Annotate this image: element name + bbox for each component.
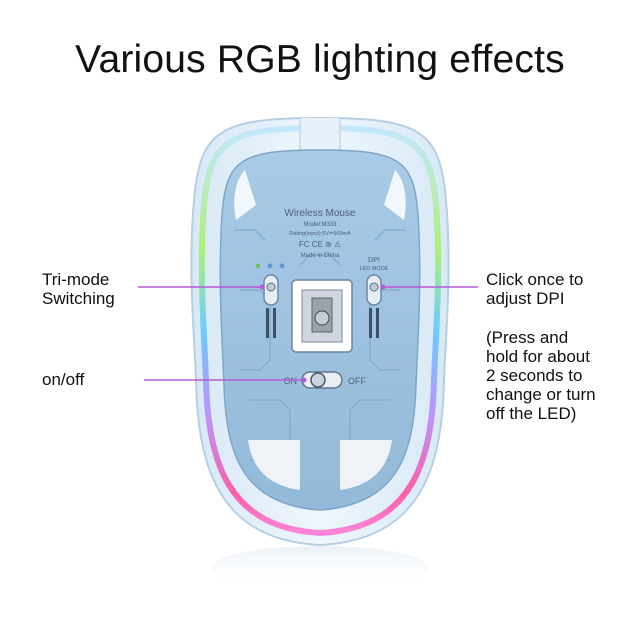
slide-switch-icon[interactable]: [301, 371, 343, 389]
sticker-product: Wireless Mouse: [284, 208, 356, 219]
callout-dpi: Click once to adjust DPI: [486, 270, 583, 308]
callout-lines: [138, 286, 478, 381]
callout-tri-mode-line2: Switching: [42, 289, 115, 308]
page-title: Various RGB lighting effects: [75, 38, 565, 81]
rgb-light-ring: [198, 124, 442, 537]
dpi-label: DPI: [368, 257, 380, 264]
dpi-button-icon[interactable]: [366, 274, 382, 338]
callout-press-line5: off the LED): [486, 404, 577, 423]
callout-press-hold: (Press and hold for about 2 seconds to c…: [486, 328, 596, 423]
callout-on-off: on/off: [42, 370, 85, 389]
foot-pad-top-left: [234, 170, 256, 220]
callout-tri-mode: Tri-mode Switching: [42, 270, 115, 308]
callout-press-line2: hold for about: [486, 347, 590, 366]
foot-pad-top-right: [384, 170, 406, 220]
callout-dpi-line2: adjust DPI: [486, 289, 565, 308]
mode-switch-button[interactable]: [263, 274, 279, 338]
foot-pad-bottom-left: [248, 440, 300, 490]
foot-pad-bottom-right: [340, 440, 392, 490]
callout-tri-mode-line1: Tri-mode: [42, 270, 110, 289]
switch-on-label: ON: [284, 376, 298, 386]
sticker-certs: FC CE ⊛ ⚠: [299, 240, 341, 249]
callout-press-line3: 2 seconds to: [486, 366, 583, 385]
mouse-top-notch: [299, 118, 341, 151]
callout-press-line4: change or turn: [486, 385, 596, 404]
callout-dots: [259, 284, 386, 383]
switch-off-label: OFF: [348, 376, 366, 386]
dpi-sublabel: LED MODE: [360, 266, 389, 272]
sticker-model: Model:M333: [303, 222, 337, 228]
mode-led-icon: [255, 263, 285, 269]
sticker-origin: Made in China: [301, 253, 340, 259]
sticker-rating: Rating(input):5V⎓500mA: [289, 231, 351, 237]
callout-press-line1: (Press and: [486, 328, 569, 347]
callout-dpi-line1: Click once to: [486, 270, 584, 289]
mouse-sensor-icon: [291, 279, 353, 353]
mouse-reflection: [210, 546, 430, 590]
